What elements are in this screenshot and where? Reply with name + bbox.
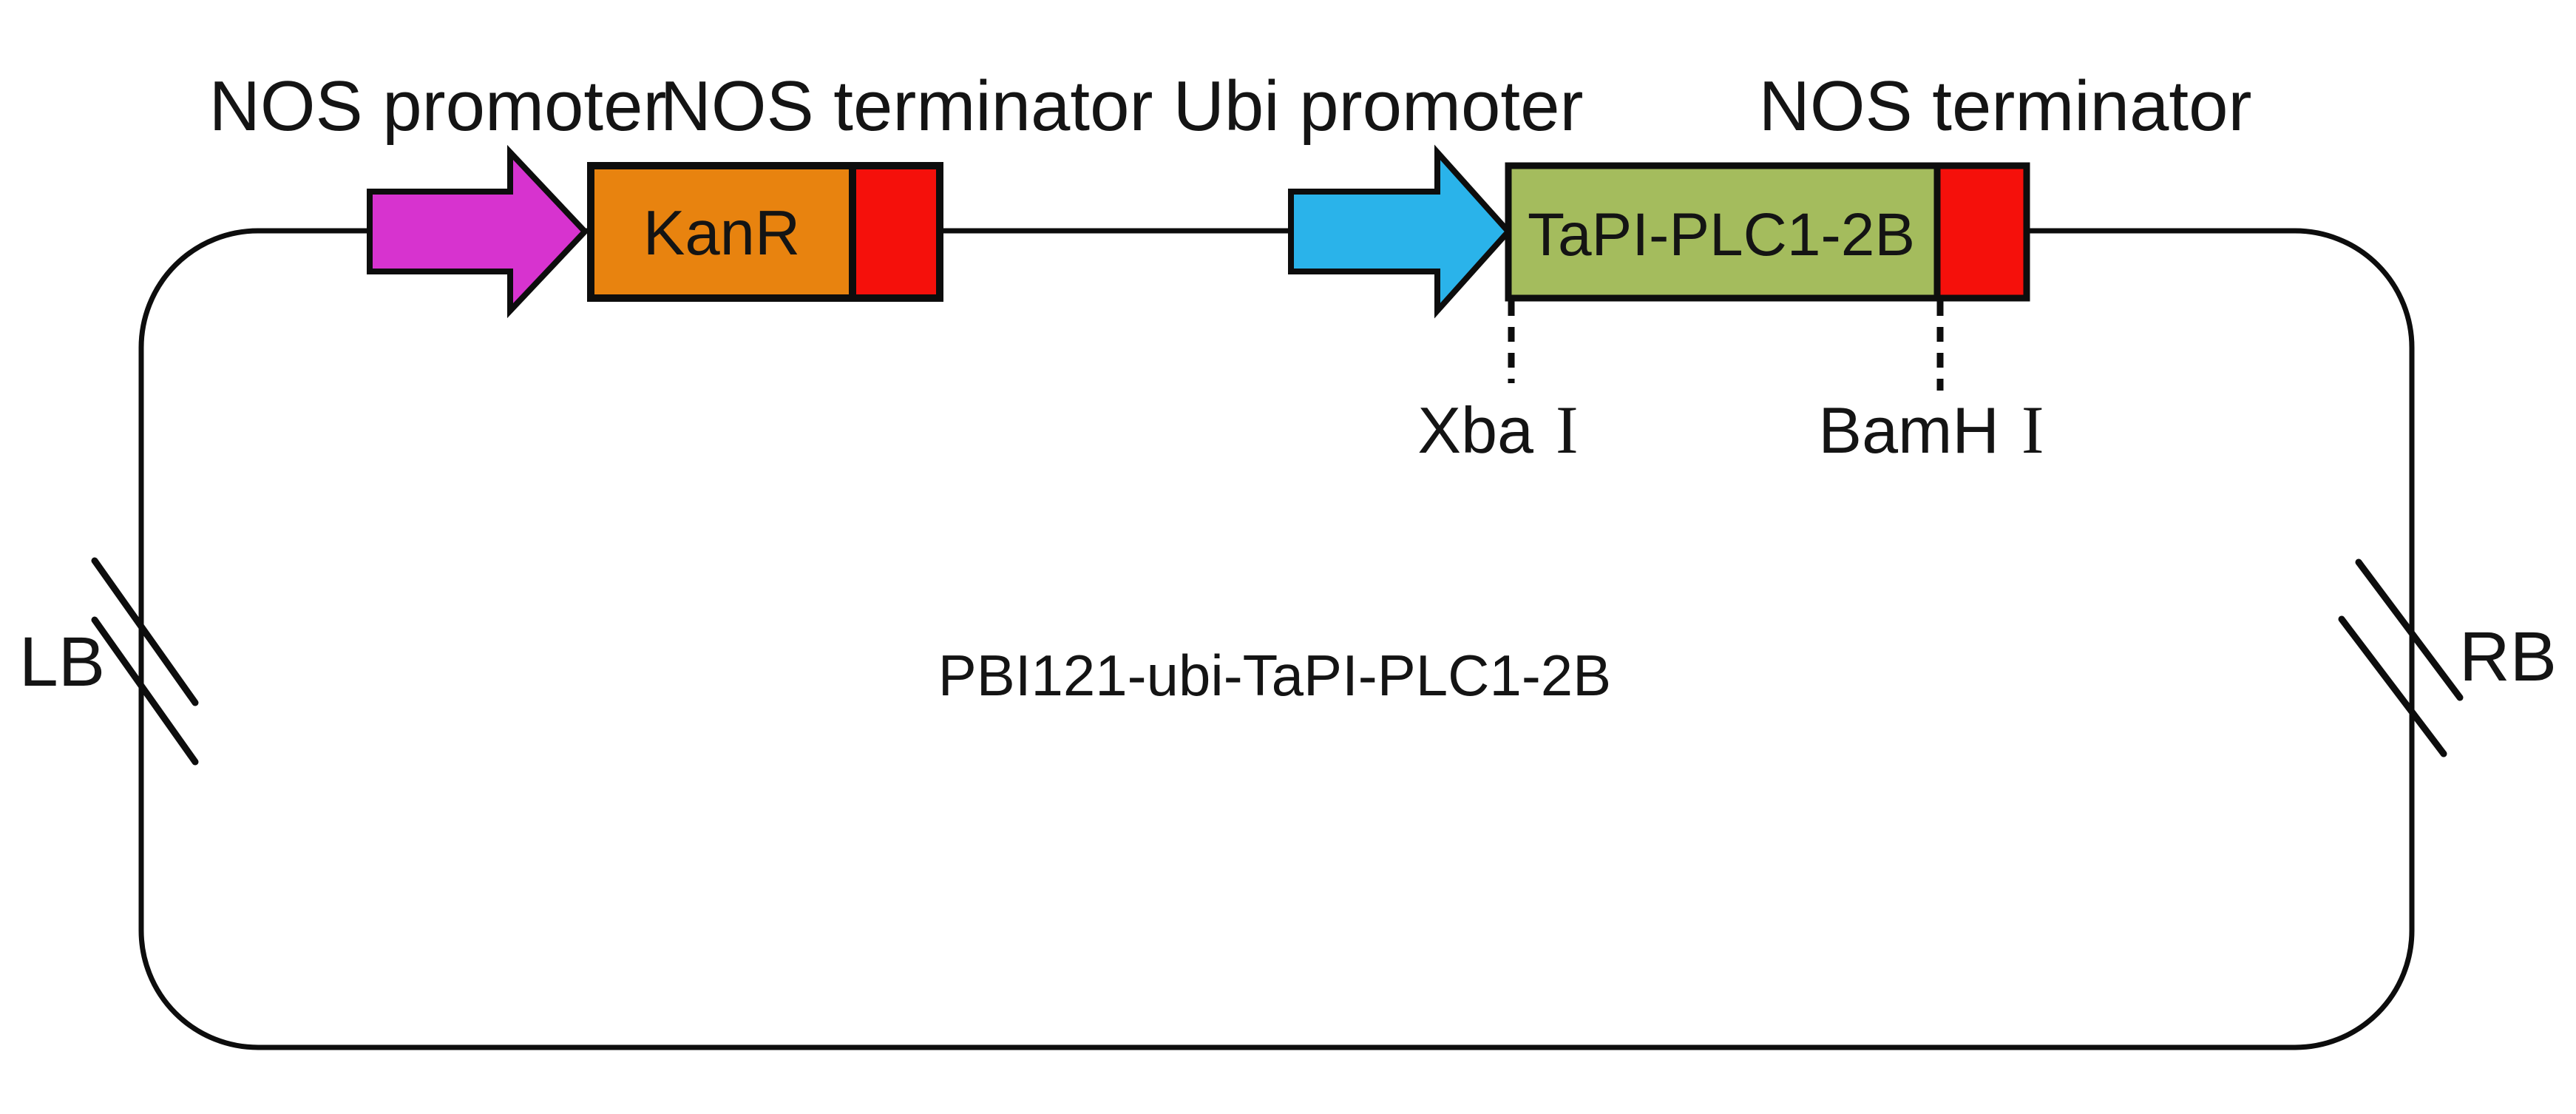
rb-slash-lower	[2338, 615, 2447, 757]
plasmid-title: PBI121-ubi-TaPI-PLC1-2B	[938, 643, 1611, 708]
kanr-gene-label: KanR	[643, 198, 801, 269]
lb-slash-upper	[91, 557, 199, 706]
left-border-slash-marks	[91, 557, 199, 766]
insert-gene-box	[1505, 162, 1941, 302]
nos-terminator-left-label: NOS terminator	[660, 67, 1153, 146]
bamh-site-numeral: I	[2021, 392, 2044, 467]
bamh-site-label: BamH I	[1818, 392, 2044, 467]
xba-site-label: Xba I	[1417, 392, 1578, 467]
ubi-promoter-label: Ubi promoter	[1173, 67, 1584, 146]
ubi-promoter-arrow	[1288, 144, 1513, 319]
left-border-label: LB	[19, 623, 105, 701]
plasmid-backbone-circle	[138, 228, 2415, 1050]
right-border-label: RB	[2459, 618, 2557, 696]
bamh-site-name: BamH	[1818, 394, 1999, 467]
nos-terminator-box-right	[1933, 162, 2030, 302]
xba-site-numeral: I	[1556, 392, 1579, 467]
xba-site-name: Xba	[1417, 394, 1533, 467]
nos-terminator-right-label: NOS terminator	[1759, 67, 2252, 146]
nos-promoter-arrow	[367, 144, 589, 319]
insert-gene-label: TaPI-PLC1-2B	[1528, 201, 1915, 269]
nos-terminator-box-left	[849, 162, 943, 302]
rb-slash-upper	[2355, 558, 2464, 701]
nos-promoter-label: NOS promoter	[209, 67, 667, 146]
right-border-slash-marks	[2338, 558, 2464, 757]
lb-slash-lower	[91, 616, 199, 766]
